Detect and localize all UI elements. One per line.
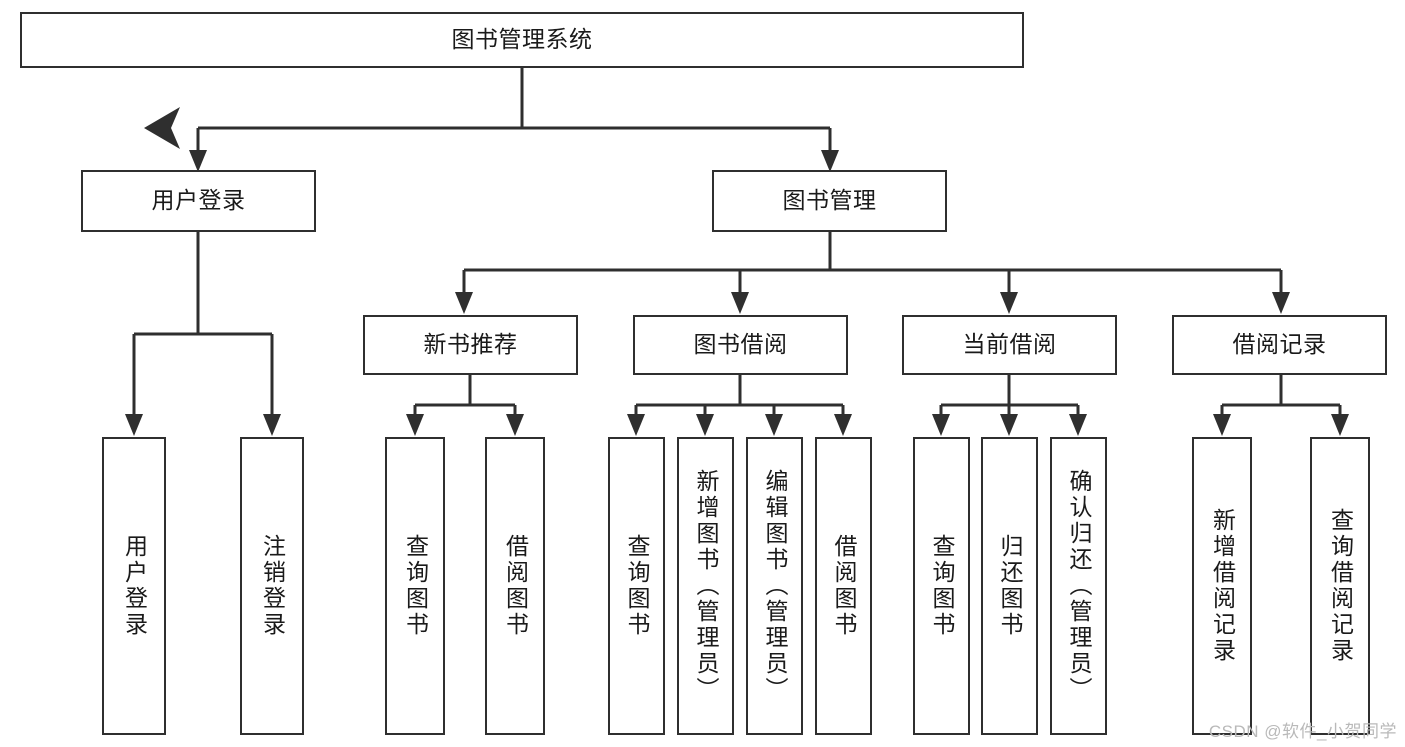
leaf-newbook-query-book[interactable]: 查询图书 (385, 437, 445, 735)
node-book-borrow-label: 图书借阅 (693, 331, 788, 358)
node-borrow-record-label: 借阅记录 (1232, 331, 1327, 358)
leaf-borrow-edit-book-admin-label: 编辑图书（管理员） (762, 469, 788, 703)
node-new-book-recommend-label: 新书推荐 (423, 331, 518, 358)
leaf-newbook-query-book-label: 查询图书 (402, 534, 429, 638)
leaf-borrow-borrow-book[interactable]: 借阅图书 (815, 437, 872, 735)
leaf-borrow-query-book-label: 查询图书 (624, 534, 650, 638)
leaf-current-confirm-return-admin-label: 确认归还（管理员） (1066, 469, 1092, 703)
watermark: CSDN @软件_小贺同学 (1208, 722, 1397, 741)
node-user-login[interactable]: 用户登录 (81, 170, 316, 232)
leaf-current-return-book-label: 归还图书 (997, 534, 1023, 638)
leaf-current-query-book[interactable]: 查询图书 (913, 437, 970, 735)
leaf-record-query-record[interactable]: 查询借阅记录 (1310, 437, 1370, 735)
leaf-borrow-add-book-admin[interactable]: 新增图书（管理员） (677, 437, 734, 735)
leaf-record-add-record-label: 新增借阅记录 (1209, 508, 1236, 664)
leaf-user-logout-label: 注销登录 (259, 534, 286, 638)
node-book-management-label: 图书管理 (782, 187, 877, 214)
leaf-borrow-add-book-admin-label: 新增图书（管理员） (693, 469, 719, 703)
leaf-borrow-edit-book-admin[interactable]: 编辑图书（管理员） (746, 437, 803, 735)
node-new-book-recommend[interactable]: 新书推荐 (363, 315, 578, 375)
leaf-user-logout[interactable]: 注销登录 (240, 437, 304, 735)
leaf-user-login[interactable]: 用户登录 (102, 437, 166, 735)
node-current-borrow[interactable]: 当前借阅 (902, 315, 1117, 375)
leaf-borrow-query-book[interactable]: 查询图书 (608, 437, 665, 735)
node-borrow-record[interactable]: 借阅记录 (1172, 315, 1387, 375)
node-current-borrow-label: 当前借阅 (962, 331, 1057, 358)
leaf-record-add-record[interactable]: 新增借阅记录 (1192, 437, 1252, 735)
leaf-borrow-borrow-book-label: 借阅图书 (831, 534, 857, 638)
leaf-record-query-record-label: 查询借阅记录 (1327, 508, 1354, 664)
leaf-newbook-borrow-book-label: 借阅图书 (502, 534, 529, 638)
node-root-label: 图书管理系统 (451, 26, 593, 53)
node-user-login-label: 用户登录 (151, 187, 246, 214)
leaf-newbook-borrow-book[interactable]: 借阅图书 (485, 437, 545, 735)
leaf-current-confirm-return-admin[interactable]: 确认归还（管理员） (1050, 437, 1107, 735)
leaf-user-login-label: 用户登录 (121, 534, 148, 638)
leaf-current-query-book-label: 查询图书 (929, 534, 955, 638)
node-book-management[interactable]: 图书管理 (712, 170, 947, 232)
node-book-borrow[interactable]: 图书借阅 (633, 315, 848, 375)
node-root[interactable]: 图书管理系统 (20, 12, 1024, 68)
leaf-current-return-book[interactable]: 归还图书 (981, 437, 1038, 735)
